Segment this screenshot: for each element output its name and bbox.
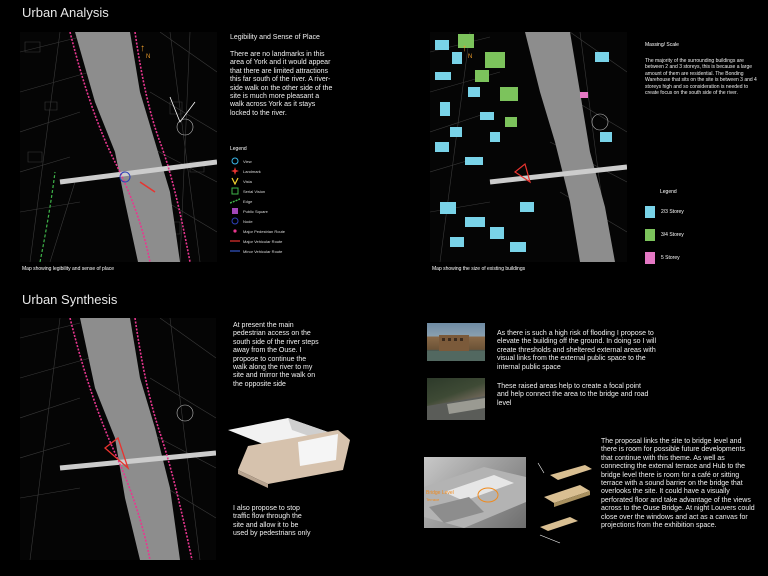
legend-row-edge: Edge bbox=[230, 196, 252, 206]
vista-icon bbox=[230, 177, 240, 185]
urban-analysis-title: Urban Analysis bbox=[22, 5, 109, 20]
bridge-level-label: Bridge Level bbox=[426, 490, 454, 496]
pedestrian-route-icon bbox=[230, 227, 240, 235]
raised-area-photo bbox=[427, 378, 485, 420]
node-icon bbox=[230, 217, 240, 225]
legend-label-5-storey: 5 Storey bbox=[661, 255, 680, 261]
legend-row-minor-vehicular-route: Minor Vehicular Route bbox=[230, 246, 282, 256]
legend-row-landmark: Landmark bbox=[230, 166, 261, 176]
massing-map bbox=[430, 32, 627, 262]
north-arrow-right: ↑ N bbox=[462, 43, 473, 61]
bridge-level-model: Bridge Level Terrace bbox=[424, 457, 526, 528]
massing-legend-title: Legend bbox=[660, 189, 677, 195]
legend-label-2-3-storey: 2/3 Storey bbox=[661, 209, 684, 215]
urban-synthesis-title: Urban Synthesis bbox=[22, 292, 118, 307]
legend-row-node: Node bbox=[230, 216, 253, 226]
legend-title: Legend bbox=[230, 146, 247, 152]
legend-label-3-4-storey: 3/4 Storey bbox=[661, 232, 684, 238]
legibility-caption: Map showing legibility and sense of plac… bbox=[22, 266, 114, 272]
legend-row-vista: Vista bbox=[230, 176, 252, 186]
proposal-text: The proposal links the site to bridge le… bbox=[601, 438, 755, 530]
legibility-legend: Legend View Landmark Vista Serial Vision… bbox=[230, 146, 340, 261]
legend-swatch-2-3-storey bbox=[645, 206, 655, 218]
legend-row-serial-vision: Serial Vision bbox=[230, 186, 265, 196]
massing-body: The majority of the surrounding building… bbox=[645, 58, 757, 97]
flood-text: As there is such a high risk of flooding… bbox=[497, 330, 657, 371]
public-square-icon bbox=[230, 207, 240, 215]
legend-row-view: View bbox=[230, 156, 252, 166]
terrace-label: Terrace bbox=[426, 497, 440, 502]
raised-text: These raised areas help to create a foca… bbox=[497, 383, 649, 407]
massing-caption: Map showing the size of existing buildin… bbox=[432, 266, 526, 272]
serial-vision-icon bbox=[230, 187, 240, 195]
sketch-elements bbox=[530, 455, 600, 550]
river-shape bbox=[75, 32, 180, 262]
massing-heading: Massing/ Scale bbox=[645, 42, 679, 48]
legend-swatch-5-storey bbox=[645, 252, 655, 264]
north-arrow-left: ↑ N bbox=[140, 43, 151, 61]
north-arrow-icon: ↑ bbox=[462, 43, 467, 54]
synthesis-map bbox=[20, 318, 216, 560]
edge-icon bbox=[230, 197, 240, 205]
legend-row-vehicular-route: Major Vehicular Route bbox=[230, 236, 282, 246]
legibility-map bbox=[20, 32, 217, 262]
legend-row-public-square: Public Square bbox=[230, 206, 268, 216]
legend-swatch-3-4-storey bbox=[645, 229, 655, 241]
legibility-heading: Legibility and Sense of Place bbox=[230, 34, 320, 41]
vehicular-route-icon bbox=[230, 237, 240, 245]
legibility-body: There are no landmarks in this area of Y… bbox=[230, 51, 333, 117]
minor-vehicular-route-icon bbox=[230, 247, 240, 255]
synthesis-text-traffic: I also propose to stop traffic flow thro… bbox=[233, 505, 311, 538]
synthesis-text-walk: At present the main pedestrian access on… bbox=[233, 322, 319, 388]
landmark-icon bbox=[230, 167, 240, 175]
massing-legend: Legend 2/3 Storey 3/4 Storey 5 Storey bbox=[645, 189, 745, 269]
north-arrow-icon: ↑ bbox=[140, 43, 145, 54]
legend-row-pedestrian-route: Major Pedestrian Route bbox=[230, 226, 285, 236]
synthesis-sketch-3d bbox=[228, 410, 358, 490]
flood-photo bbox=[427, 323, 485, 361]
view-icon bbox=[230, 157, 240, 165]
